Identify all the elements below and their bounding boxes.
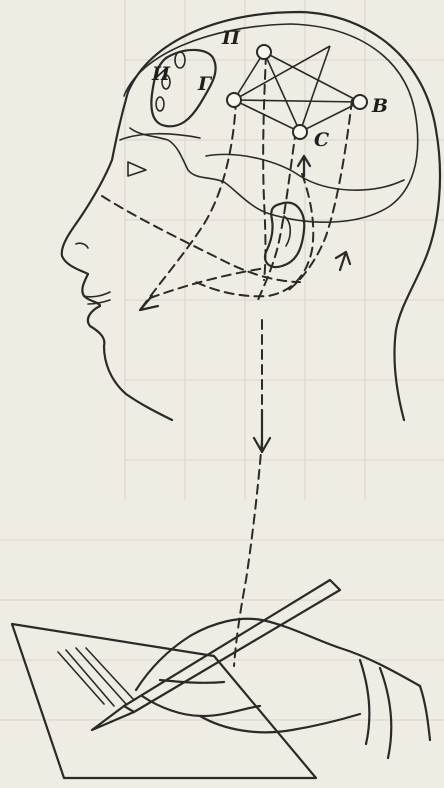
- nostril: [76, 243, 88, 248]
- arrow-to-mouth: [140, 296, 158, 310]
- path-to-mouth-1: [140, 100, 236, 310]
- arrow-down-spine: [254, 410, 270, 452]
- paper-sheet: [12, 624, 316, 778]
- frontal-circle-bottom: [156, 97, 164, 111]
- label-v: В: [371, 95, 388, 117]
- node-network: [234, 46, 360, 132]
- label-i: И: [151, 63, 171, 85]
- path-from-g-down: [263, 55, 266, 280]
- label-p: П: [221, 27, 241, 49]
- label-s: С: [314, 129, 329, 151]
- pencil-tip: [92, 706, 134, 730]
- node-s: [293, 125, 307, 139]
- face-profile: [62, 92, 172, 420]
- wrist: [360, 660, 430, 758]
- eyebrow: [120, 134, 200, 140]
- node-p: [257, 45, 271, 59]
- node-g: [227, 93, 241, 107]
- arrow-up-to-s: [298, 156, 310, 176]
- arrow-up-right: [336, 252, 350, 270]
- node-v: [353, 95, 367, 109]
- hand: [136, 619, 420, 733]
- written-lines: [58, 648, 134, 706]
- path-spine-down: [234, 320, 262, 666]
- label-g: Г: [197, 73, 213, 95]
- eye: [128, 162, 146, 176]
